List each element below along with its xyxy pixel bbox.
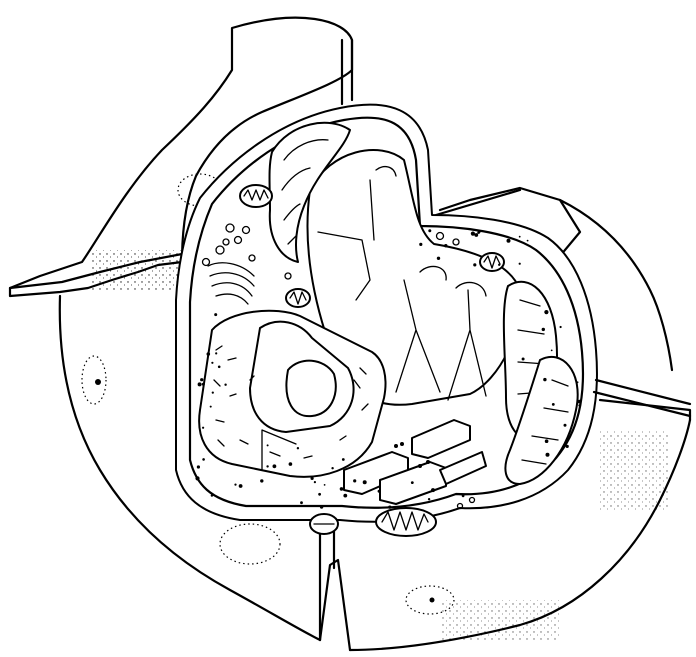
granule	[212, 392, 214, 394]
granule	[431, 488, 435, 492]
granule	[211, 362, 213, 364]
granule	[552, 403, 555, 406]
granule	[474, 233, 478, 237]
granule	[214, 313, 217, 316]
granule	[544, 310, 548, 314]
granule	[564, 424, 567, 427]
granule	[578, 400, 582, 404]
granule	[207, 352, 211, 356]
granule	[267, 444, 269, 446]
granule	[342, 458, 345, 461]
granule	[477, 231, 480, 234]
granule	[210, 406, 212, 408]
granule	[473, 263, 476, 266]
granule	[195, 476, 199, 480]
granule	[411, 481, 414, 484]
granule	[343, 494, 347, 498]
granule	[202, 427, 204, 429]
granule	[560, 326, 562, 328]
granule	[289, 462, 293, 466]
granule	[542, 328, 545, 331]
granule	[428, 498, 430, 500]
granule	[297, 447, 299, 449]
granule	[324, 484, 326, 486]
granule	[527, 240, 529, 242]
granule	[428, 229, 431, 232]
granule	[320, 505, 323, 508]
granule	[260, 479, 263, 482]
granule	[519, 263, 521, 265]
granule	[519, 236, 521, 238]
granule	[471, 232, 475, 236]
granule	[545, 439, 549, 443]
granule	[300, 501, 303, 504]
granule	[437, 257, 440, 260]
granule	[197, 465, 200, 468]
granule	[239, 484, 243, 488]
granule	[224, 384, 226, 386]
granule	[318, 493, 321, 496]
granule	[388, 506, 391, 509]
granule	[353, 479, 356, 482]
granule	[507, 239, 511, 243]
granule	[444, 244, 447, 247]
granule	[419, 243, 422, 246]
granule	[314, 481, 316, 483]
granule	[577, 381, 579, 383]
granule	[198, 382, 202, 386]
granule	[202, 458, 205, 461]
granule	[311, 477, 314, 480]
granule	[378, 490, 381, 493]
granule	[340, 487, 344, 491]
granule	[543, 378, 546, 381]
granule	[551, 350, 553, 352]
granule	[234, 484, 236, 486]
granule	[462, 494, 465, 497]
granule	[200, 378, 203, 381]
granule	[211, 494, 213, 496]
granule	[331, 467, 333, 469]
granule	[363, 480, 367, 484]
granule	[218, 366, 221, 369]
granule	[522, 358, 525, 361]
granule	[202, 383, 205, 386]
granule	[498, 264, 500, 266]
granule	[546, 453, 550, 457]
granule	[578, 404, 580, 406]
granule	[215, 352, 217, 354]
granule	[566, 445, 569, 448]
granule	[266, 465, 268, 467]
granule	[273, 464, 277, 468]
